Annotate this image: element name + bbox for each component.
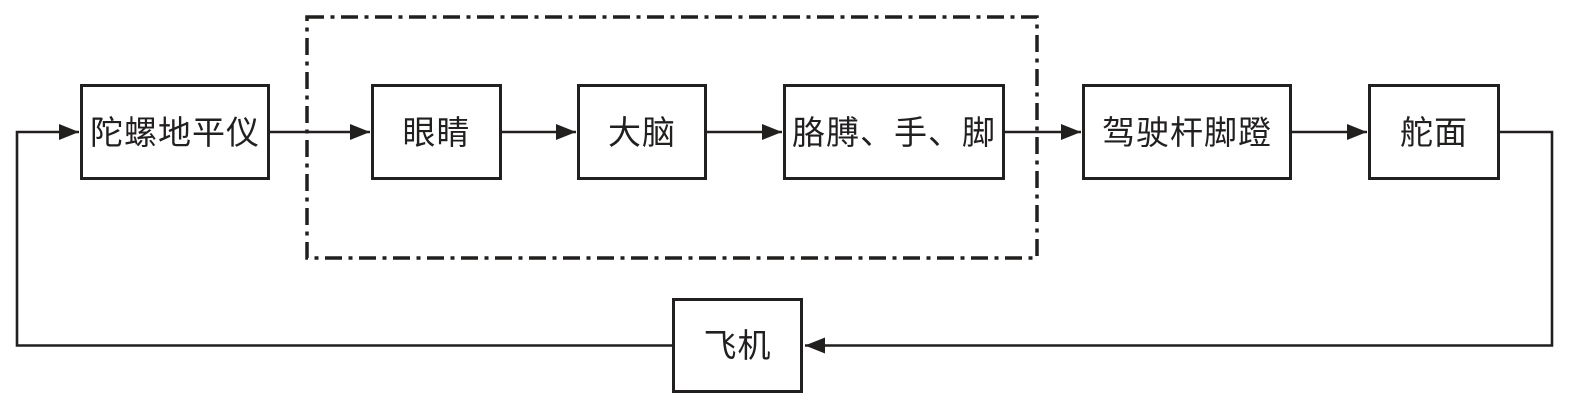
pilot-boundary-dashdot-frame: [305, 15, 1039, 260]
node-arms-hands-feet: 胳膊、手、脚: [783, 84, 1005, 180]
node-control-stick-pedals-label: 驾驶杆脚蹬: [1102, 112, 1272, 152]
node-rudder-surface: 舵面: [1368, 84, 1500, 180]
node-brain: 大脑: [577, 84, 707, 180]
node-aircraft-label: 飞机: [703, 326, 772, 365]
edge-aircraft-to-gyro: [15, 124, 672, 347]
node-eyes: 眼睛: [371, 84, 502, 180]
edge-rudder-to-aircraft: [805, 130, 1554, 354]
node-arms-hands-feet-label: 胳膊、手、脚: [792, 112, 996, 152]
node-aircraft: 飞机: [672, 298, 803, 393]
node-eyes-label: 眼睛: [402, 112, 471, 152]
node-control-stick-pedals: 驾驶杆脚蹬: [1082, 84, 1292, 180]
node-rudder-surface-label: 舵面: [1400, 112, 1468, 152]
node-gyro-horizon: 陀螺地平仪: [80, 84, 270, 180]
node-gyro-horizon-label: 陀螺地平仪: [90, 112, 260, 152]
node-brain-label: 大脑: [608, 112, 676, 152]
